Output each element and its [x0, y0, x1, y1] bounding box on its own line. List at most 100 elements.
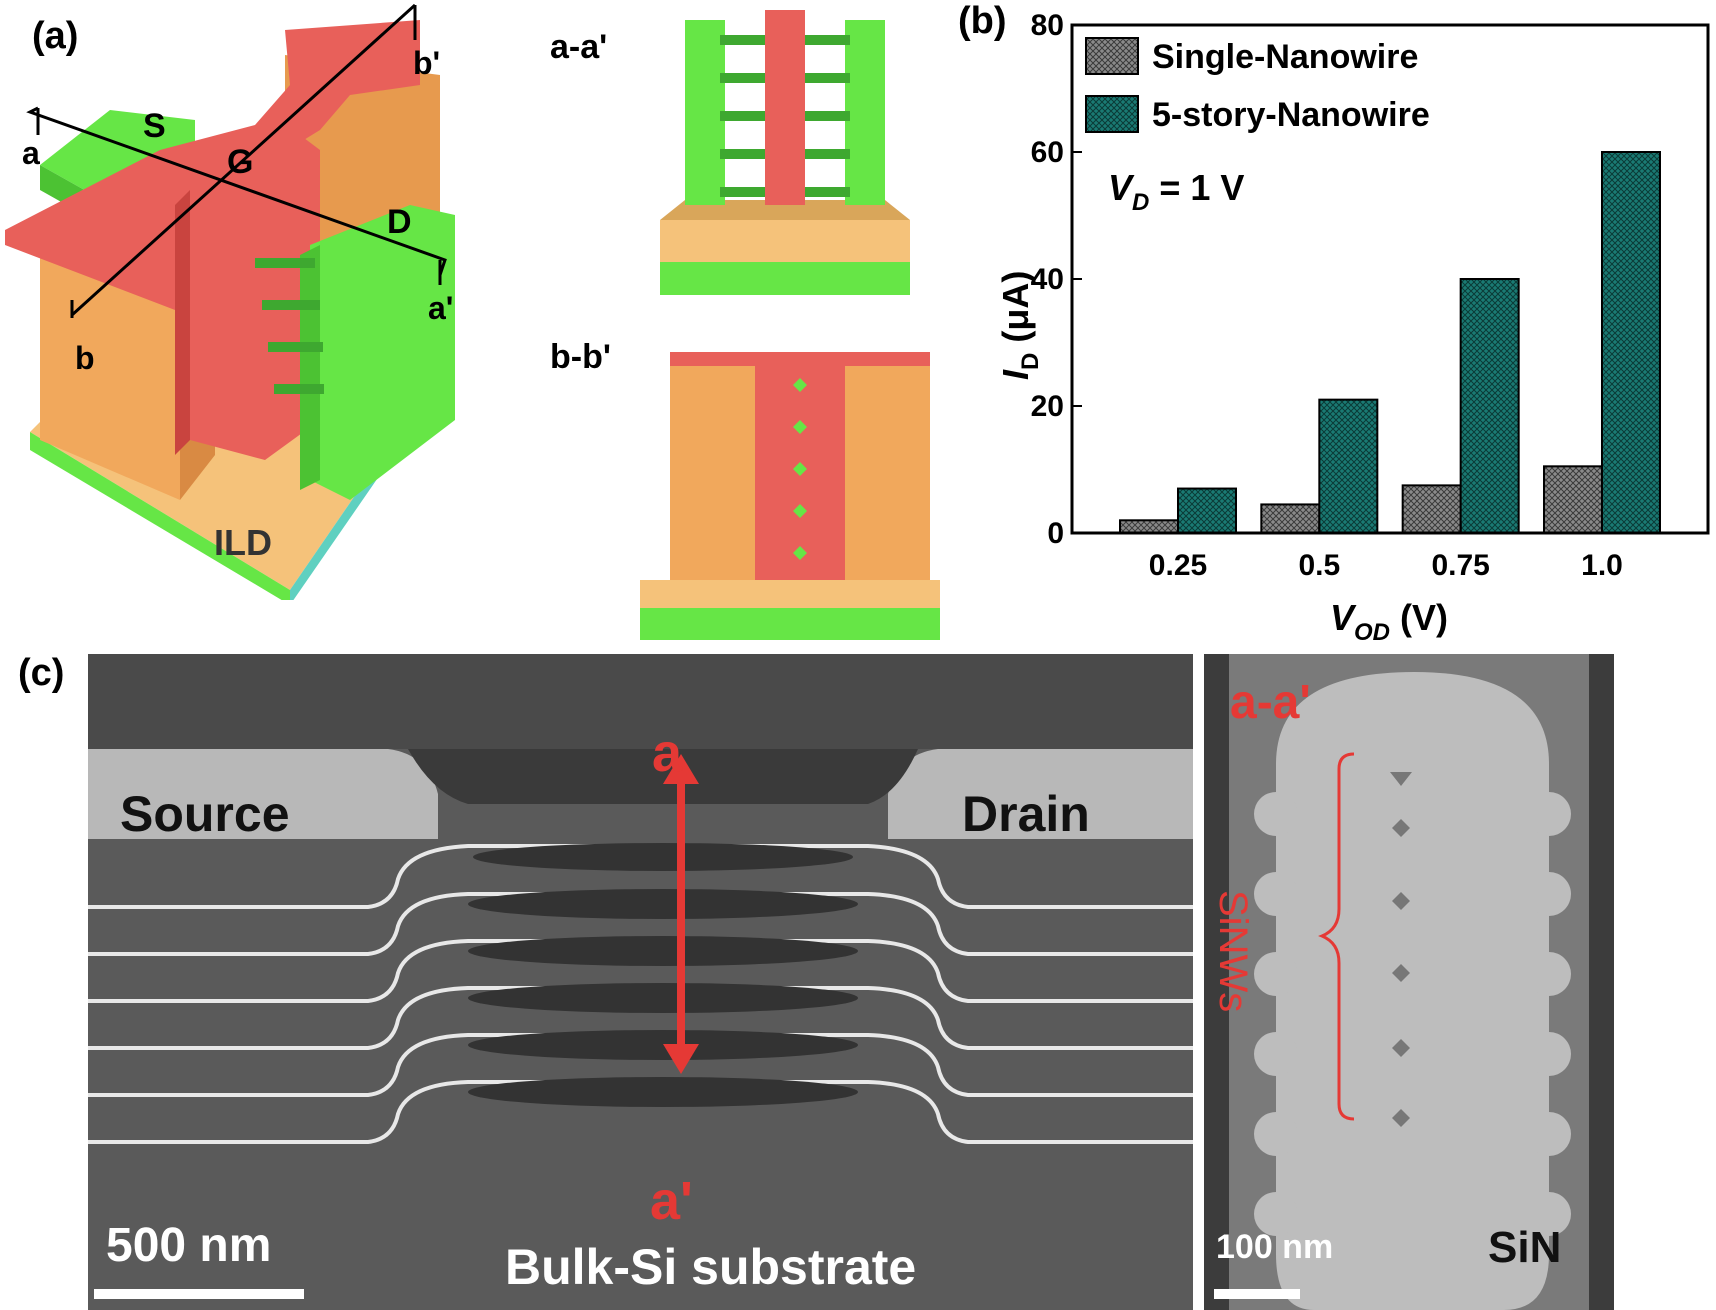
bb-ild-left — [670, 360, 770, 580]
bb-wire-dot — [793, 420, 807, 434]
aa-left-wall — [685, 20, 725, 205]
scale-bar-left — [94, 1289, 304, 1299]
cut-label-b-prime: b' — [413, 45, 441, 81]
cut-label-b: b — [75, 340, 95, 376]
ild-pillar-left-front — [40, 240, 180, 500]
gate-vertical — [190, 135, 320, 460]
y-tick-label: 0 — [1047, 517, 1064, 550]
aa-right-wall — [845, 20, 885, 205]
tem-fin — [1276, 672, 1549, 1310]
bar-multi-0.25 — [1177, 487, 1237, 534]
gate-letter: G — [227, 143, 254, 181]
bb-wire-dot — [793, 462, 807, 476]
bar-multi-1.0 — [1601, 151, 1661, 534]
condition-sub: D — [1132, 189, 1149, 216]
cut-line-a — [26, 106, 447, 276]
tem-view-label: a-a' — [1230, 676, 1311, 729]
bb-substrate-green — [640, 605, 940, 640]
plot-frame — [1070, 23, 1710, 535]
aa-substrate-tan — [660, 220, 910, 262]
aa-substrate-green — [660, 260, 910, 295]
sem-top-dark — [88, 654, 1193, 749]
tem-image — [1204, 654, 1614, 1310]
xlabel-var: V — [1330, 597, 1357, 638]
ylabel-unit: (μA) — [1000, 271, 1036, 353]
xlabel-unit: (V) — [1390, 597, 1448, 638]
legend-label-multi: 5-story-Nanowire — [1152, 96, 1430, 134]
panel-c-label: (c) — [18, 652, 65, 694]
sem-recess — [408, 749, 918, 804]
bar-multi-0.75 — [1459, 278, 1520, 534]
measure-arrow-head-down — [663, 1044, 699, 1074]
x-tick-label: 1.0 — [1581, 549, 1623, 582]
bar-multi-0.5 — [1318, 398, 1379, 534]
condition-var: V — [1108, 167, 1135, 208]
cross-section-aa — [660, 10, 910, 295]
condition-value: = 1 V — [1149, 167, 1244, 208]
gate-vertical-side — [175, 190, 190, 455]
y-tick-label: 80 — [1031, 9, 1064, 42]
bar-single-0.75 — [1401, 484, 1462, 534]
nanowire-stub — [274, 384, 324, 394]
aa-gate — [765, 10, 805, 205]
cut-label-a: a — [22, 135, 40, 171]
device-3d-schematic — [5, 3, 455, 600]
drain-letter: D — [387, 203, 412, 241]
cross-section-bb — [640, 352, 940, 640]
sem-a-prime-label: a' — [650, 1171, 693, 1231]
scale-label-left: 500 nm — [106, 1219, 272, 1272]
tem-scallops — [1254, 792, 1571, 1236]
view-bb-label: b-b' — [550, 338, 611, 376]
sem-voids — [468, 843, 858, 1107]
sem-a-label: a — [652, 723, 683, 783]
bb-red-cap — [670, 352, 930, 366]
ylabel-var: I — [1000, 369, 1036, 380]
nanowire-stub — [262, 300, 320, 310]
sinws-brace — [1318, 752, 1355, 1121]
bar-single-1.0 — [1543, 465, 1603, 535]
y-tick-label: 40 — [1031, 263, 1064, 296]
x-axis-label: VOD (V) — [1330, 597, 1448, 646]
bar-single-0.25 — [1119, 519, 1179, 534]
substrate-front — [30, 432, 290, 600]
scale-label-right: 100 nm — [1216, 1228, 1334, 1266]
cut-label-a-prime: a' — [428, 290, 454, 326]
bar-single-0.5 — [1260, 503, 1321, 534]
source-letter: S — [143, 107, 166, 145]
x-tick-label: 0.75 — [1431, 549, 1489, 582]
condition-label: VD = 1 V — [1108, 167, 1244, 216]
nanowire-stub — [255, 258, 315, 268]
view-aa-label: a-a' — [550, 28, 608, 66]
bb-wire-dot — [793, 546, 807, 560]
sem-bright-slab — [88, 749, 1193, 839]
sin-label: SiN — [1488, 1223, 1562, 1272]
scale-bar-right — [1214, 1289, 1300, 1299]
ild-label: ILD — [214, 522, 272, 563]
drain-block-front — [310, 205, 455, 500]
measure-arrow-head-up — [663, 754, 699, 784]
cut-line-b — [70, 3, 417, 317]
legend-swatch-single — [1085, 37, 1139, 75]
panel-b-label: (b) — [958, 0, 1007, 42]
legend-label-single: Single-Nanowire — [1152, 38, 1418, 76]
ylabel-sub: D — [1017, 353, 1044, 370]
bb-substrate-tan — [640, 580, 940, 608]
panel-a-label: (a) — [32, 15, 79, 57]
nanowire-stub — [268, 342, 323, 352]
y-axis-label: ID (μA) — [1000, 271, 1044, 380]
drain-block-side — [300, 245, 320, 490]
sem-source-label: Source — [120, 786, 290, 842]
y-tick-label: 60 — [1031, 136, 1064, 169]
sem-drain-label: Drain — [962, 786, 1090, 842]
sem-image — [88, 654, 1193, 1310]
legend-swatch-multi — [1085, 95, 1139, 133]
x-tick-label: 0.25 — [1149, 549, 1207, 582]
tem-nanowires — [1390, 772, 1412, 1127]
substrate-label: Bulk-Si substrate — [505, 1239, 917, 1295]
xlabel-sub: OD — [1354, 619, 1390, 646]
x-tick-label: 0.5 — [1298, 549, 1340, 582]
sinws-label: SiNWs — [1211, 890, 1255, 1013]
bb-wire-dot — [793, 378, 807, 392]
bb-ild-right — [830, 360, 930, 580]
